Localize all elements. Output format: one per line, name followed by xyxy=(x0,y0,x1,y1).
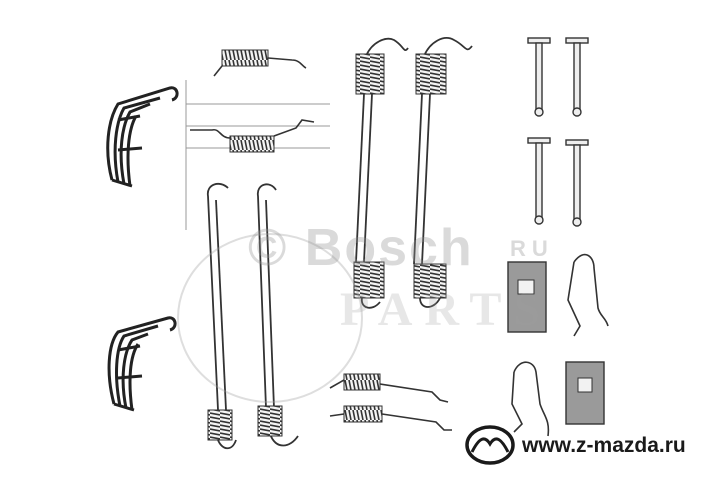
small-spring-bottom-2 xyxy=(329,405,452,431)
long-spring-center-2-top-coil xyxy=(415,53,447,95)
adjuster-clip-2 xyxy=(565,361,605,425)
watermark-suffix: RU xyxy=(510,236,554,261)
site-url[interactable]: www.z-mazda.ru xyxy=(522,434,686,457)
long-spring-center-1 xyxy=(355,37,409,309)
long-spring-left-2-coil xyxy=(257,405,283,437)
watermark-word: PARTS xyxy=(340,283,553,336)
hold-down-spring-top xyxy=(106,86,179,188)
long-spring-center-1-bottom-coil xyxy=(353,261,385,299)
horizontal-spring-1 xyxy=(213,49,307,77)
horizontal-spring-2 xyxy=(190,119,315,153)
watermark-brand: © Bosch xyxy=(248,219,474,277)
hold-down-spring-bottom xyxy=(107,316,177,412)
long-spring-center-1-top-coil xyxy=(355,53,385,95)
long-spring-left-2 xyxy=(257,183,299,447)
long-spring-left-1 xyxy=(207,182,237,450)
hold-down-pins xyxy=(527,37,589,227)
wire-clip-2 xyxy=(511,361,550,437)
wire-clip-1 xyxy=(567,253,609,337)
long-spring-left-1-coil xyxy=(207,409,233,441)
long-spring-center-2-bottom-coil xyxy=(413,263,447,299)
watermark-circle xyxy=(177,233,363,403)
mazda-logo-icon xyxy=(465,425,515,465)
small-spring-bottom-1 xyxy=(329,373,449,403)
long-spring-center-2 xyxy=(413,37,473,308)
adjuster-clip-1 xyxy=(507,261,547,333)
